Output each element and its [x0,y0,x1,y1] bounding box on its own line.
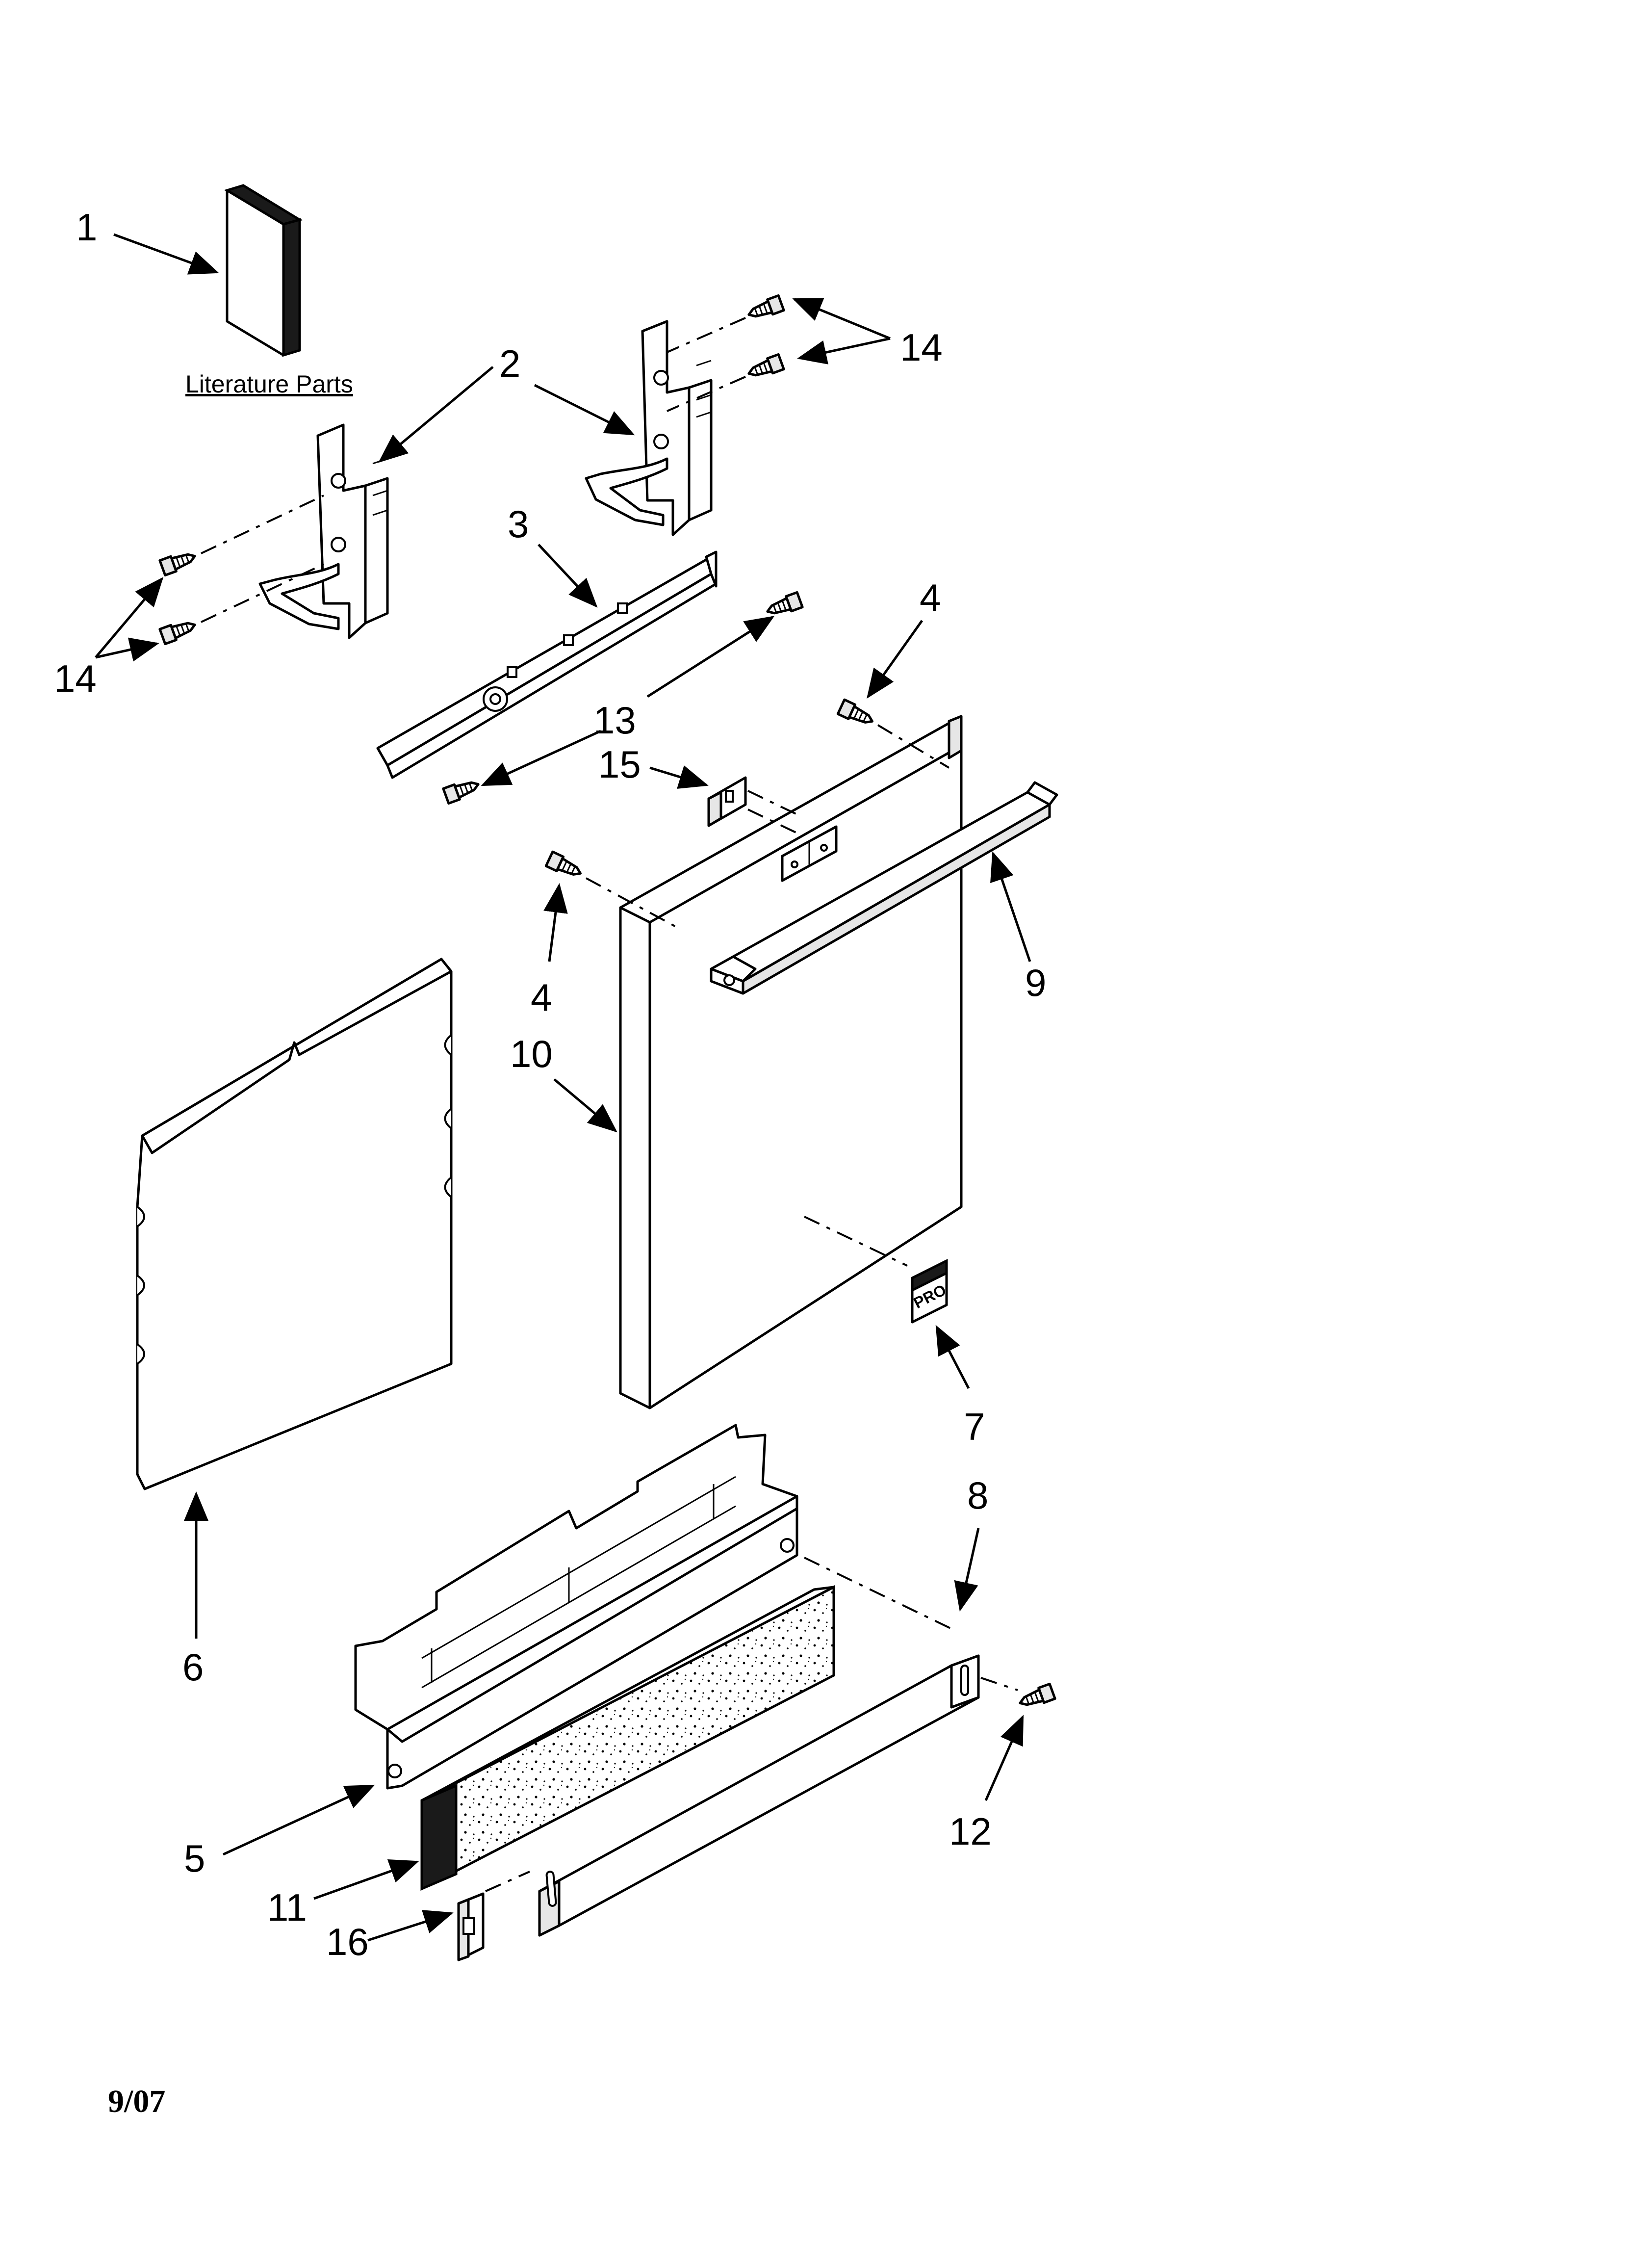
callout-15: 15 [598,743,641,786]
mounting-bracket-right [585,320,713,536]
callout-3: 3 [508,502,529,546]
callout-14-left: 14 [54,657,97,700]
leader-12 [984,1715,1024,1801]
screw-12 [1019,1682,1056,1706]
date-code: 9/07 [108,2084,165,2119]
leader-2b [534,384,635,436]
door-panel [619,715,963,1409]
insulation-foam [420,1585,835,1891]
screws-14-left [158,495,324,646]
callout-7: 7 [964,1405,985,1448]
leader-14-right-b [797,337,891,365]
side-panel [136,958,453,1490]
screws-4 [544,698,950,928]
hinge-plate [781,825,838,882]
leader-13-b [481,730,602,786]
door-handle [710,781,1058,995]
leader-4-top [867,620,924,699]
callout-16: 16 [326,1920,369,1963]
callout-12: 12 [949,1810,992,1853]
leader-13-a [646,616,775,698]
callout-13: 13 [593,699,636,742]
literature-booklet [224,184,303,357]
leader-10 [553,1078,617,1133]
leader-7 [935,1325,970,1389]
callout-2: 2 [499,342,520,385]
callout-6: 6 [182,1645,204,1689]
callout-10: 10 [510,1032,553,1075]
callout-11: 11 [267,1886,307,1929]
leader-1 [113,233,219,275]
kick-plate [538,1557,1018,1937]
literature-caption: Literature Parts [185,370,353,398]
callout-4-bottom: 4 [531,976,552,1019]
mounting-bracket-left [258,423,389,639]
top-rail [376,550,718,779]
callout-14-right: 14 [900,326,943,369]
badge: PRO [804,1216,949,1324]
leader-11 [313,1859,419,1900]
callout-4-top: 4 [920,576,941,619]
leader-14-left-a [95,577,164,658]
callout-5: 5 [184,1837,205,1880]
callout-1: 1 [76,206,97,249]
screws-13 [442,591,804,805]
leader-9 [990,851,1031,962]
leader-4-bottom [543,883,568,962]
screws-14-right [667,294,785,412]
leader-14-right-a [792,298,891,340]
callout-8: 8 [967,1474,988,1517]
hinge-clip [707,776,797,834]
leader-16 [367,1910,454,1942]
leader-3 [538,544,598,608]
leader-14-left-b [95,637,159,662]
toe-panel-bracket [354,1424,798,1790]
callout-9: 9 [1025,961,1046,1004]
leader-15 [649,765,709,789]
clip [457,1871,530,1961]
leader-8 [954,1528,980,1612]
leader-2 [378,366,494,463]
leader-5 [222,1784,375,1856]
